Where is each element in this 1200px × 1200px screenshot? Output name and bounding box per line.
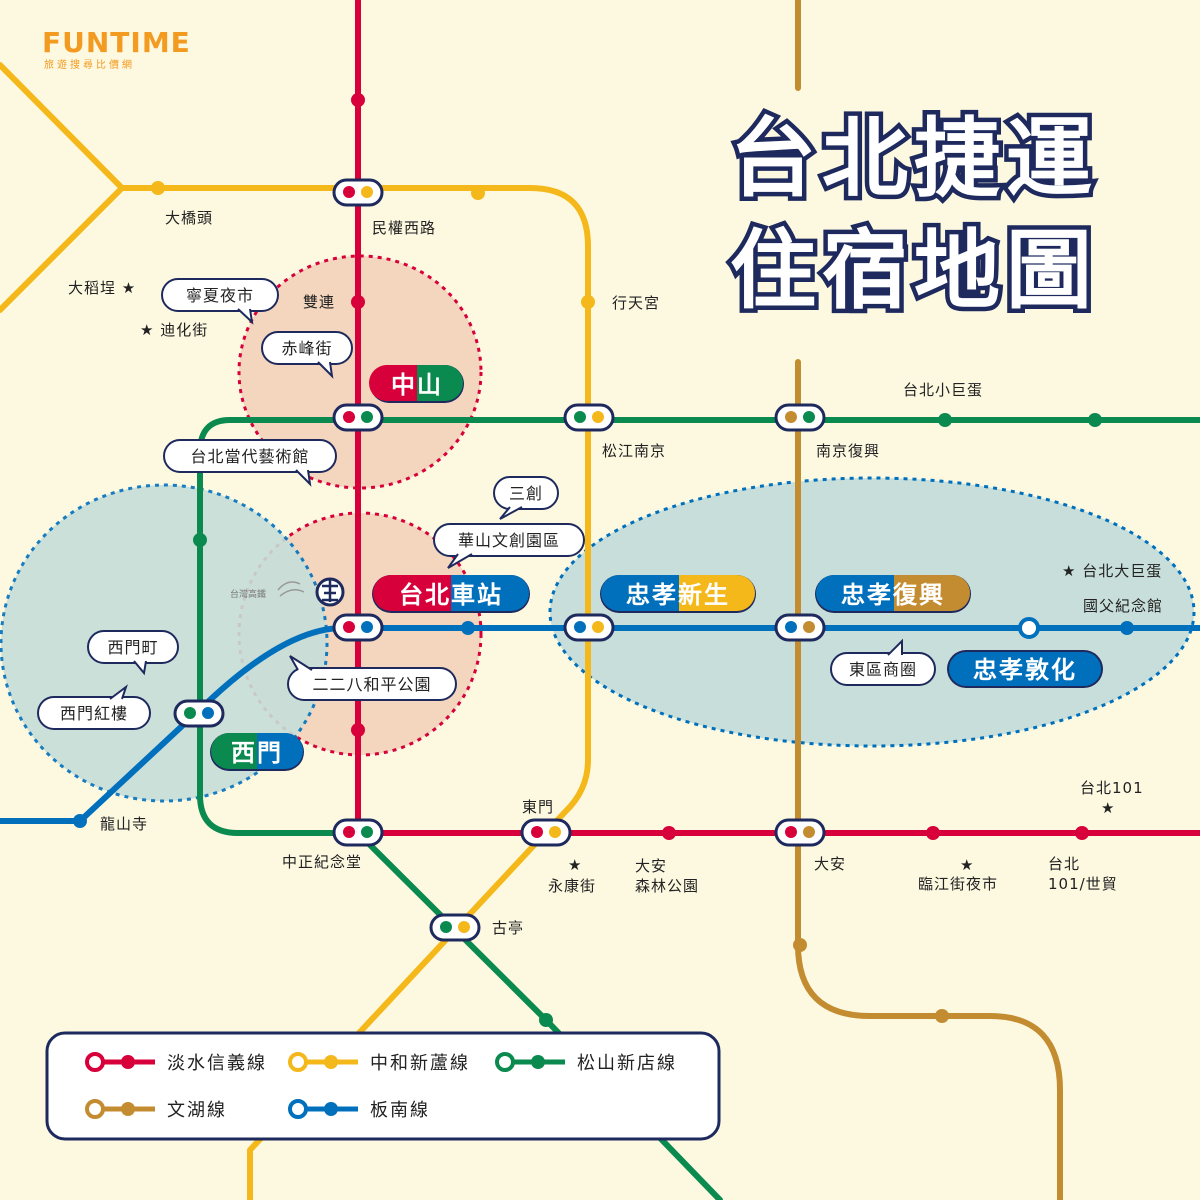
transfer-nanjing-fuxing: [774, 403, 826, 432]
star-icon: ★: [960, 856, 974, 874]
bubble-peace-park: 二二八和平公園: [287, 655, 457, 701]
station-xingtian: 行天宮: [612, 294, 660, 312]
svg-text:板南線: 板南線: [370, 1100, 430, 1121]
svg-text:台北當代藝術館: 台北當代藝術館: [190, 447, 309, 466]
landmark-big-dome: ★ 台北大巨蛋: [1062, 562, 1162, 580]
zhonghe-xinlu-line: [0, 62, 591, 1200]
station-minquan: 民權西路: [372, 219, 436, 237]
transfer-zhongshan: [332, 403, 384, 432]
legend-item-songshan: 松山新店線: [495, 1052, 677, 1074]
svg-text:三創: 三創: [509, 484, 543, 503]
svg-text:忠孝復興: 忠孝復興: [841, 581, 945, 609]
station-longshan: 龍山寺: [100, 815, 148, 833]
landmark-small-dome: 台北小巨蛋: [903, 381, 983, 399]
badge-taipei-main: 台北車站: [372, 575, 530, 613]
station-daan-park: 大安森林公園: [635, 857, 699, 895]
tra-logo-icon: [315, 577, 345, 607]
brand-logo: FUNTIME: [42, 26, 191, 59]
station-daan: 大安: [814, 855, 846, 873]
bubble-huashan: 華山文創園區: [433, 523, 585, 569]
badge-zhongxiao-dunhua: 忠孝敦化: [947, 650, 1103, 688]
svg-text:淡水信義線: 淡水信義線: [167, 1053, 267, 1074]
hsr-logo: 台灣高鐵: [230, 581, 305, 600]
transfer-zhongxiao-fuxing: [774, 613, 826, 642]
badge-zhongshan: 中山: [369, 365, 464, 403]
svg-text:東區商圈: 東區商圈: [849, 660, 917, 679]
bubble-east-district: 東區商圈: [830, 638, 936, 686]
legend: 淡水信義線 中和新蘆線 松山新店線 文湖線 板南線: [45, 1031, 721, 1141]
svg-text:忠孝敦化: 忠孝敦化: [973, 656, 1077, 684]
station-daqiaotou: 大橋頭: [165, 209, 213, 227]
svg-text:寧夏夜市: 寧夏夜市: [186, 286, 254, 305]
star-icon: ★: [1101, 799, 1115, 817]
bubble-moca: 台北當代藝術館: [163, 439, 337, 487]
transfer-guting: [429, 913, 481, 942]
svg-text:松山新店線: 松山新店線: [577, 1053, 677, 1074]
station-dongmen: 東門: [522, 798, 554, 816]
badge-ximen: 西門: [210, 733, 304, 771]
svg-text:二二八和平公園: 二二八和平公園: [312, 675, 431, 694]
station-cks: 中正紀念堂: [282, 853, 362, 871]
svg-text:西門: 西門: [231, 739, 283, 767]
legend-item-zhonghe: 中和新蘆線: [288, 1052, 470, 1074]
badge-zhongxiao-xinsheng: 忠孝新生: [600, 575, 756, 613]
legend-item-wenhu: 文湖線: [85, 1099, 227, 1121]
badge-zhongxiao-fuxing: 忠孝復興: [815, 575, 971, 613]
svg-text:忠孝新生: 忠孝新生: [626, 581, 730, 609]
svg-text:台灣高鐵: 台灣高鐵: [230, 588, 266, 600]
transfer-minquan: [332, 178, 384, 207]
landmark-dadaocheng: 大稻埕 ★: [68, 279, 136, 297]
wenhu-line: [795, 0, 1063, 1200]
station-songjiang: 松江南京: [602, 442, 666, 460]
landmark-linjiang: 臨江街夜市: [918, 875, 998, 893]
svg-text:赤峰街: 赤峰街: [281, 339, 332, 358]
transfer-ximen: [173, 699, 225, 728]
small-stations: [73, 93, 1134, 1027]
bubble-sanchuang: 三創: [493, 476, 559, 520]
star-icon: ★: [568, 856, 582, 874]
transfer-stations: [173, 178, 826, 942]
svg-text:中山: 中山: [391, 371, 443, 399]
station-nanjing-fuxing: 南京復興: [816, 442, 880, 460]
svg-text:中和新蘆線: 中和新蘆線: [370, 1053, 470, 1074]
landmark-dihua: ★ 迪化街: [140, 321, 208, 339]
bubble-chifeng: 赤峰街: [261, 331, 353, 379]
bubble-red-house: 西門紅樓: [37, 684, 151, 730]
transfer-zhongxiao-xinsheng: [563, 613, 615, 642]
landmark-taipei101: 台北101: [1080, 779, 1144, 797]
svg-text:西門町: 西門町: [107, 638, 158, 657]
bubble-ximending: 西門町: [87, 630, 179, 676]
title-line2: 住宿地圖: [730, 221, 1098, 321]
station-sun-yatsen: 國父紀念館: [1083, 597, 1163, 615]
station-shuanglian: 雙連: [303, 293, 335, 311]
transfer-cks-memorial: [332, 818, 384, 847]
svg-text:文湖線: 文湖線: [167, 1100, 227, 1121]
legend-item-bannan: 板南線: [288, 1099, 430, 1121]
transfer-taipei-main: [332, 613, 384, 642]
landmark-yongkang: 永康街: [548, 877, 596, 895]
legend-item-tamsui: 淡水信義線: [85, 1052, 267, 1074]
svg-text:西門紅樓: 西門紅樓: [60, 704, 128, 723]
station-guting: 古亭: [492, 919, 524, 937]
svg-text:華山文創園區: 華山文創園區: [458, 531, 560, 550]
brand-tagline: 旅遊搜尋比價網: [44, 58, 135, 71]
title-line1: 台北捷運: [730, 109, 1098, 209]
svg-text:台北車站: 台北車站: [399, 581, 503, 609]
songshan-xindian-line: [197, 417, 1200, 1200]
transfer-dongmen: [520, 818, 572, 847]
bubble-ningxia: 寧夏夜市: [161, 278, 279, 325]
transfer-daan: [774, 818, 826, 847]
transfer-songjiang: [563, 403, 615, 432]
